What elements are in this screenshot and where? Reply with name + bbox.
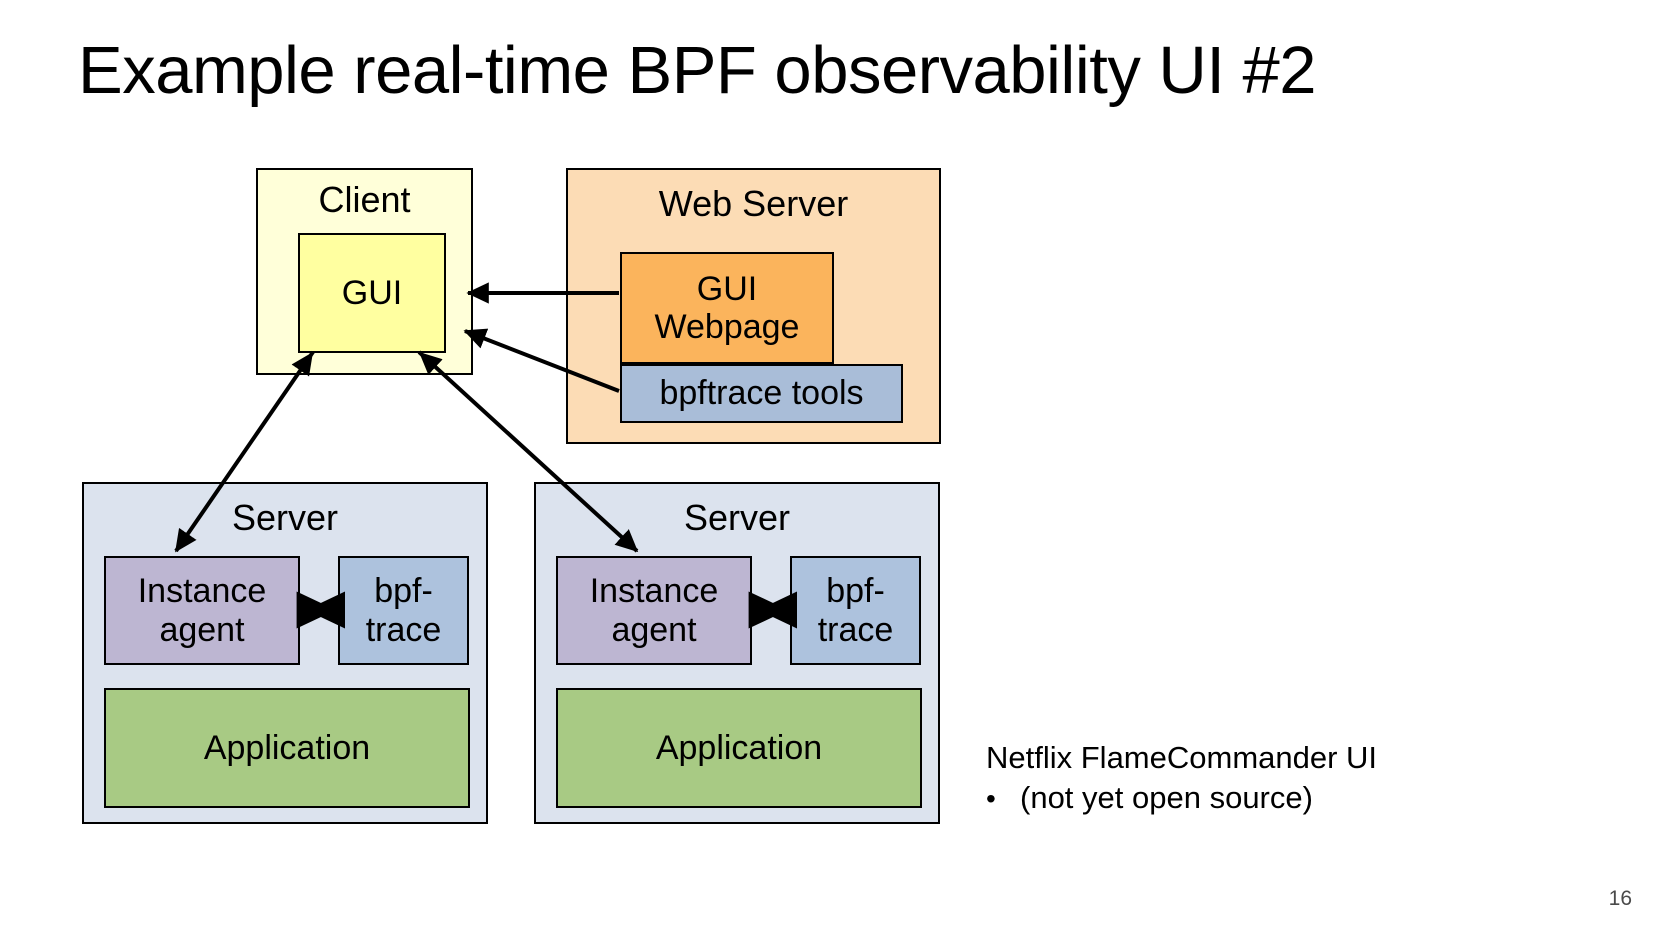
notes-bullet-item-1: • (not yet open source) — [986, 778, 1546, 818]
bpftrace-tools-label: bpftrace tools — [659, 374, 864, 413]
web-server-container-label: Web Server — [658, 183, 849, 224]
application-2-label: Application — [655, 728, 823, 767]
instance-agent-box-2: Instance agent — [556, 556, 752, 665]
bullet-icon: • — [986, 782, 996, 814]
bpftrace-tools-box: bpftrace tools — [620, 364, 903, 423]
instance-agent-1-line1: Instance — [137, 572, 267, 611]
notes-bullet-1-text: (not yet open source) — [1020, 779, 1313, 815]
instance-agent-1-line2: agent — [159, 610, 245, 649]
application-1-label: Application — [203, 728, 371, 767]
gui-box: GUI — [298, 233, 446, 353]
notes-block: Netflix FlameCommander UI • (not yet ope… — [986, 738, 1546, 817]
gui-box-label: GUI — [341, 273, 403, 312]
server-container-2-label: Server — [683, 497, 791, 538]
page-number: 16 — [1608, 887, 1632, 910]
bpftrace-1-line1: bpf- — [374, 572, 433, 611]
instance-agent-2-line2: agent — [611, 610, 697, 649]
gui-webpage-label-line2: Webpage — [654, 308, 800, 346]
bpftrace-2-line1: bpf- — [826, 572, 885, 611]
client-container-label: Client — [318, 179, 411, 220]
application-box-1: Application — [104, 688, 470, 808]
instance-agent-box-1: Instance agent — [104, 556, 300, 665]
application-box-2: Application — [556, 688, 922, 808]
page-title: Example real-time BPF observability UI #… — [78, 33, 1317, 108]
server-container-1-label: Server — [231, 497, 339, 538]
bpftrace-2-line2: trace — [817, 610, 894, 649]
bpftrace-1-line2: trace — [365, 610, 442, 649]
notes-line-1: Netflix FlameCommander UI — [986, 740, 1378, 775]
bpftrace-box-1: bpf- trace — [338, 556, 469, 665]
bpftrace-box-2: bpf- trace — [790, 556, 921, 665]
instance-agent-2-line1: Instance — [589, 572, 719, 611]
gui-webpage-box: GUI Webpage — [620, 252, 834, 364]
gui-webpage-label-line1: GUI — [696, 269, 758, 308]
